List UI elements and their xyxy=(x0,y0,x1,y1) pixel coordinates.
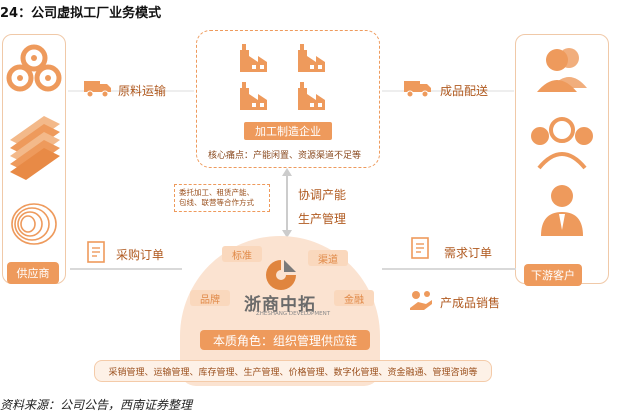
cooperation-note-line1: 委托加工、租赁产能、 xyxy=(179,188,254,197)
truck-icon xyxy=(404,81,431,98)
services-bar: 采销管理、运输管理、库存管理、生产管理、价格管理、数字化管理、资金融通、管理咨询… xyxy=(94,360,492,382)
figure-title: 24：公司虚拟工厂业务模式 xyxy=(0,6,162,21)
hub-tag-channel: 渠道 xyxy=(308,250,348,266)
factory-icon xyxy=(240,82,267,110)
truck-icon xyxy=(84,81,111,98)
factory-label: 加工制造企业 xyxy=(244,122,332,140)
factory-icons xyxy=(240,44,325,110)
vertical-arrow xyxy=(282,168,292,238)
coil-stack-icon xyxy=(6,44,62,92)
order-doc-icon xyxy=(87,241,105,263)
supplier-illustrations xyxy=(6,44,62,245)
hub-role-bar: 本质角色：组织管理供应链 xyxy=(200,330,370,350)
company-logo-icon xyxy=(266,260,296,290)
hub-tag-standard: 标准 xyxy=(222,246,262,262)
customer-label: 下游客户 xyxy=(524,264,582,286)
delivery-line xyxy=(382,90,514,92)
product-sales-label: 产成品销售 xyxy=(440,296,501,310)
figure-source: 资料来源：公司公告，西南证券整理 xyxy=(0,398,193,412)
raw-material-line xyxy=(68,90,194,92)
company-name-en: ZHESHANG DEVELOPMENT xyxy=(256,311,331,317)
company-name: 浙商中拓 xyxy=(244,295,316,315)
factory-icon xyxy=(240,44,267,72)
factory-pain-point: 核心痛点：产能闲置、资源渠道不足等 xyxy=(208,151,362,161)
customer-panel xyxy=(515,34,609,284)
product-delivery-label: 成品配送 xyxy=(440,84,489,98)
wire-coil-icon xyxy=(11,203,57,245)
demand-order-line xyxy=(382,268,516,270)
production-management-label: 生产管理 xyxy=(298,212,347,226)
cooperation-note: 委托加工、租赁产能、 包线、联营等合作方式 xyxy=(174,184,270,212)
cooperation-note-line2: 包线、联营等合作方式 xyxy=(179,198,254,207)
demand-order-label: 需求订单 xyxy=(444,246,493,260)
raw-material-label: 原料运输 xyxy=(118,84,167,98)
people-icon xyxy=(537,48,587,92)
hub-tag-brand: 品牌 xyxy=(190,290,230,306)
customer-illustrations xyxy=(531,48,593,236)
factory-box xyxy=(196,30,380,168)
purchase-order-line xyxy=(70,268,182,270)
purchase-order-label: 采购订单 xyxy=(116,248,165,262)
hub-tag-finance: 金融 xyxy=(334,290,374,306)
factory-icon xyxy=(298,82,325,110)
customer-group-icon xyxy=(531,117,593,170)
steel-plate-icon xyxy=(10,116,60,180)
customer-icon xyxy=(541,185,583,236)
hand-coin-icon xyxy=(410,291,432,310)
order-doc-icon xyxy=(411,237,429,259)
coordinate-capacity-label: 协调产能 xyxy=(298,188,347,202)
factory-icon xyxy=(298,44,325,72)
supplier-label: 供应商 xyxy=(7,262,59,284)
